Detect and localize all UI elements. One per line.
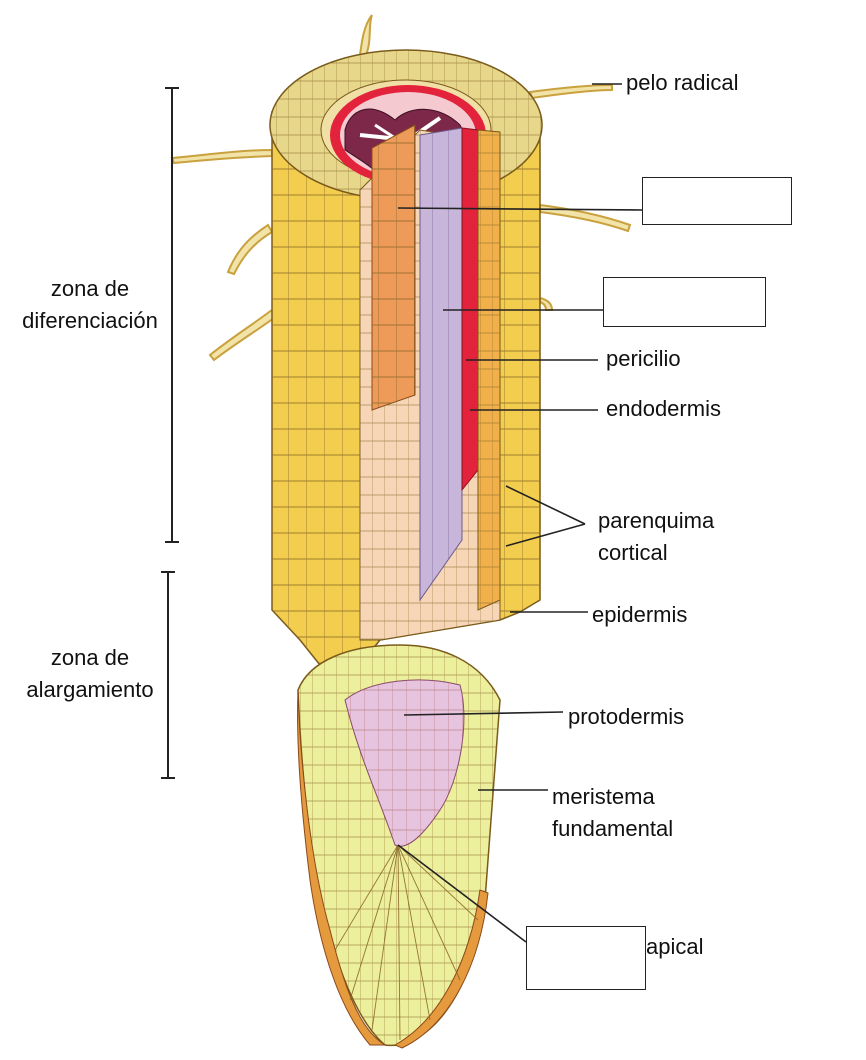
zone-label-alargamiento-2: alargamiento xyxy=(26,677,154,702)
leader-protodermis xyxy=(403,711,564,716)
label-parenquima: parenquima xyxy=(598,508,715,533)
zone-label-diferenciacion-2: diferenciación xyxy=(22,308,158,333)
leader-lines xyxy=(397,83,643,943)
blank-label-box-1[interactable] xyxy=(642,177,792,225)
zone-label-alargamiento-1: zona de xyxy=(50,645,130,670)
root-hair xyxy=(539,296,554,311)
leader-parenquima-a xyxy=(505,485,586,525)
zone-brackets xyxy=(161,87,179,779)
leader-apical xyxy=(397,844,527,943)
root-hair xyxy=(539,203,632,233)
blank-label-box-2[interactable] xyxy=(603,277,766,327)
label-meristema: meristema xyxy=(552,784,655,809)
root-hair xyxy=(528,83,613,100)
blank-label-box-3[interactable] xyxy=(526,926,646,990)
leader-parenquima-b xyxy=(505,523,586,547)
label-pelo-radical: pelo radical xyxy=(626,70,739,95)
root-hairs xyxy=(170,14,632,362)
differentiation-zone xyxy=(269,49,543,692)
root-hair xyxy=(170,148,273,165)
label-pericilio: pericilio xyxy=(606,346,681,371)
label-protodermis: protodermis xyxy=(568,704,685,729)
label-endodermis: endodermis xyxy=(606,396,721,421)
root-hair xyxy=(358,14,373,56)
leader-blank-1 xyxy=(397,207,643,211)
label-apical: apical xyxy=(646,934,704,959)
label-fundamental: fundamental xyxy=(552,816,674,841)
zone-label-diferenciacion-1: zona de xyxy=(50,276,130,301)
root-hair xyxy=(226,223,274,276)
label-cortical: cortical xyxy=(598,540,668,565)
label-epidermis: epidermis xyxy=(592,602,688,627)
